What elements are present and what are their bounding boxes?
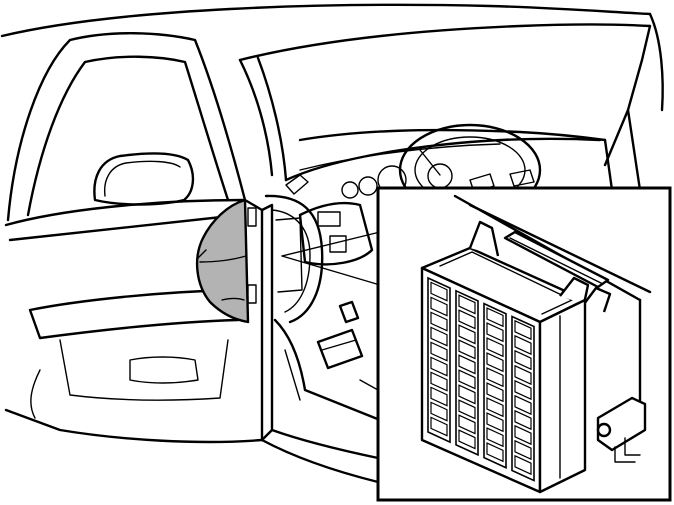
fuse-slot	[486, 412, 504, 433]
fuse-slot	[514, 409, 532, 431]
fuse-slot	[514, 334, 532, 356]
fuse-slot	[458, 399, 476, 420]
fuse-slot	[430, 371, 448, 392]
fuse-slot-grid	[427, 276, 535, 482]
fuse-slot	[430, 281, 448, 302]
fuse-slot	[486, 322, 504, 343]
fuse-slot	[514, 394, 532, 416]
fuse-box	[420, 220, 612, 494]
fuse-slot	[514, 454, 532, 476]
fuse-box-cover-panel	[195, 198, 250, 324]
fuse-slot	[514, 424, 532, 446]
fuse-slot	[458, 384, 476, 405]
fuse-slot	[458, 339, 476, 360]
fuse-slot	[486, 427, 504, 448]
fuse-slot	[458, 414, 476, 435]
fuse-slot	[430, 311, 448, 332]
callout-lines	[281, 231, 381, 286]
fuse-slot	[514, 349, 532, 371]
fuse-slot	[430, 386, 448, 407]
fuse-slot	[514, 319, 532, 341]
car-body	[0, 3, 664, 266]
fuse-slot	[486, 352, 504, 373]
fuse-slot	[514, 379, 532, 401]
fuse-slot	[514, 364, 532, 386]
door-opening-and-floor	[260, 194, 382, 484]
fuse-slot	[486, 442, 504, 463]
fuse-slot	[430, 296, 448, 317]
fuse-slot	[486, 367, 504, 388]
fuse-slot	[458, 369, 476, 390]
fuse-slot	[458, 324, 476, 345]
fuse-slot	[486, 337, 504, 358]
fuse-slot	[458, 309, 476, 330]
fuse-slot	[486, 397, 504, 418]
fuse-slot	[458, 294, 476, 315]
fuse-slot	[514, 439, 532, 461]
fuse-slot	[430, 401, 448, 422]
fuse-slot	[486, 382, 504, 403]
fuse-slot	[430, 326, 448, 347]
fuse-slot	[458, 354, 476, 375]
open-driver-door	[4, 32, 274, 444]
fuse-slot	[430, 416, 448, 437]
fuse-slot	[430, 341, 448, 362]
fuse-slot	[486, 307, 504, 328]
detail-inset	[376, 186, 672, 502]
fuse-slot	[458, 429, 476, 450]
fuse-slot	[430, 356, 448, 377]
